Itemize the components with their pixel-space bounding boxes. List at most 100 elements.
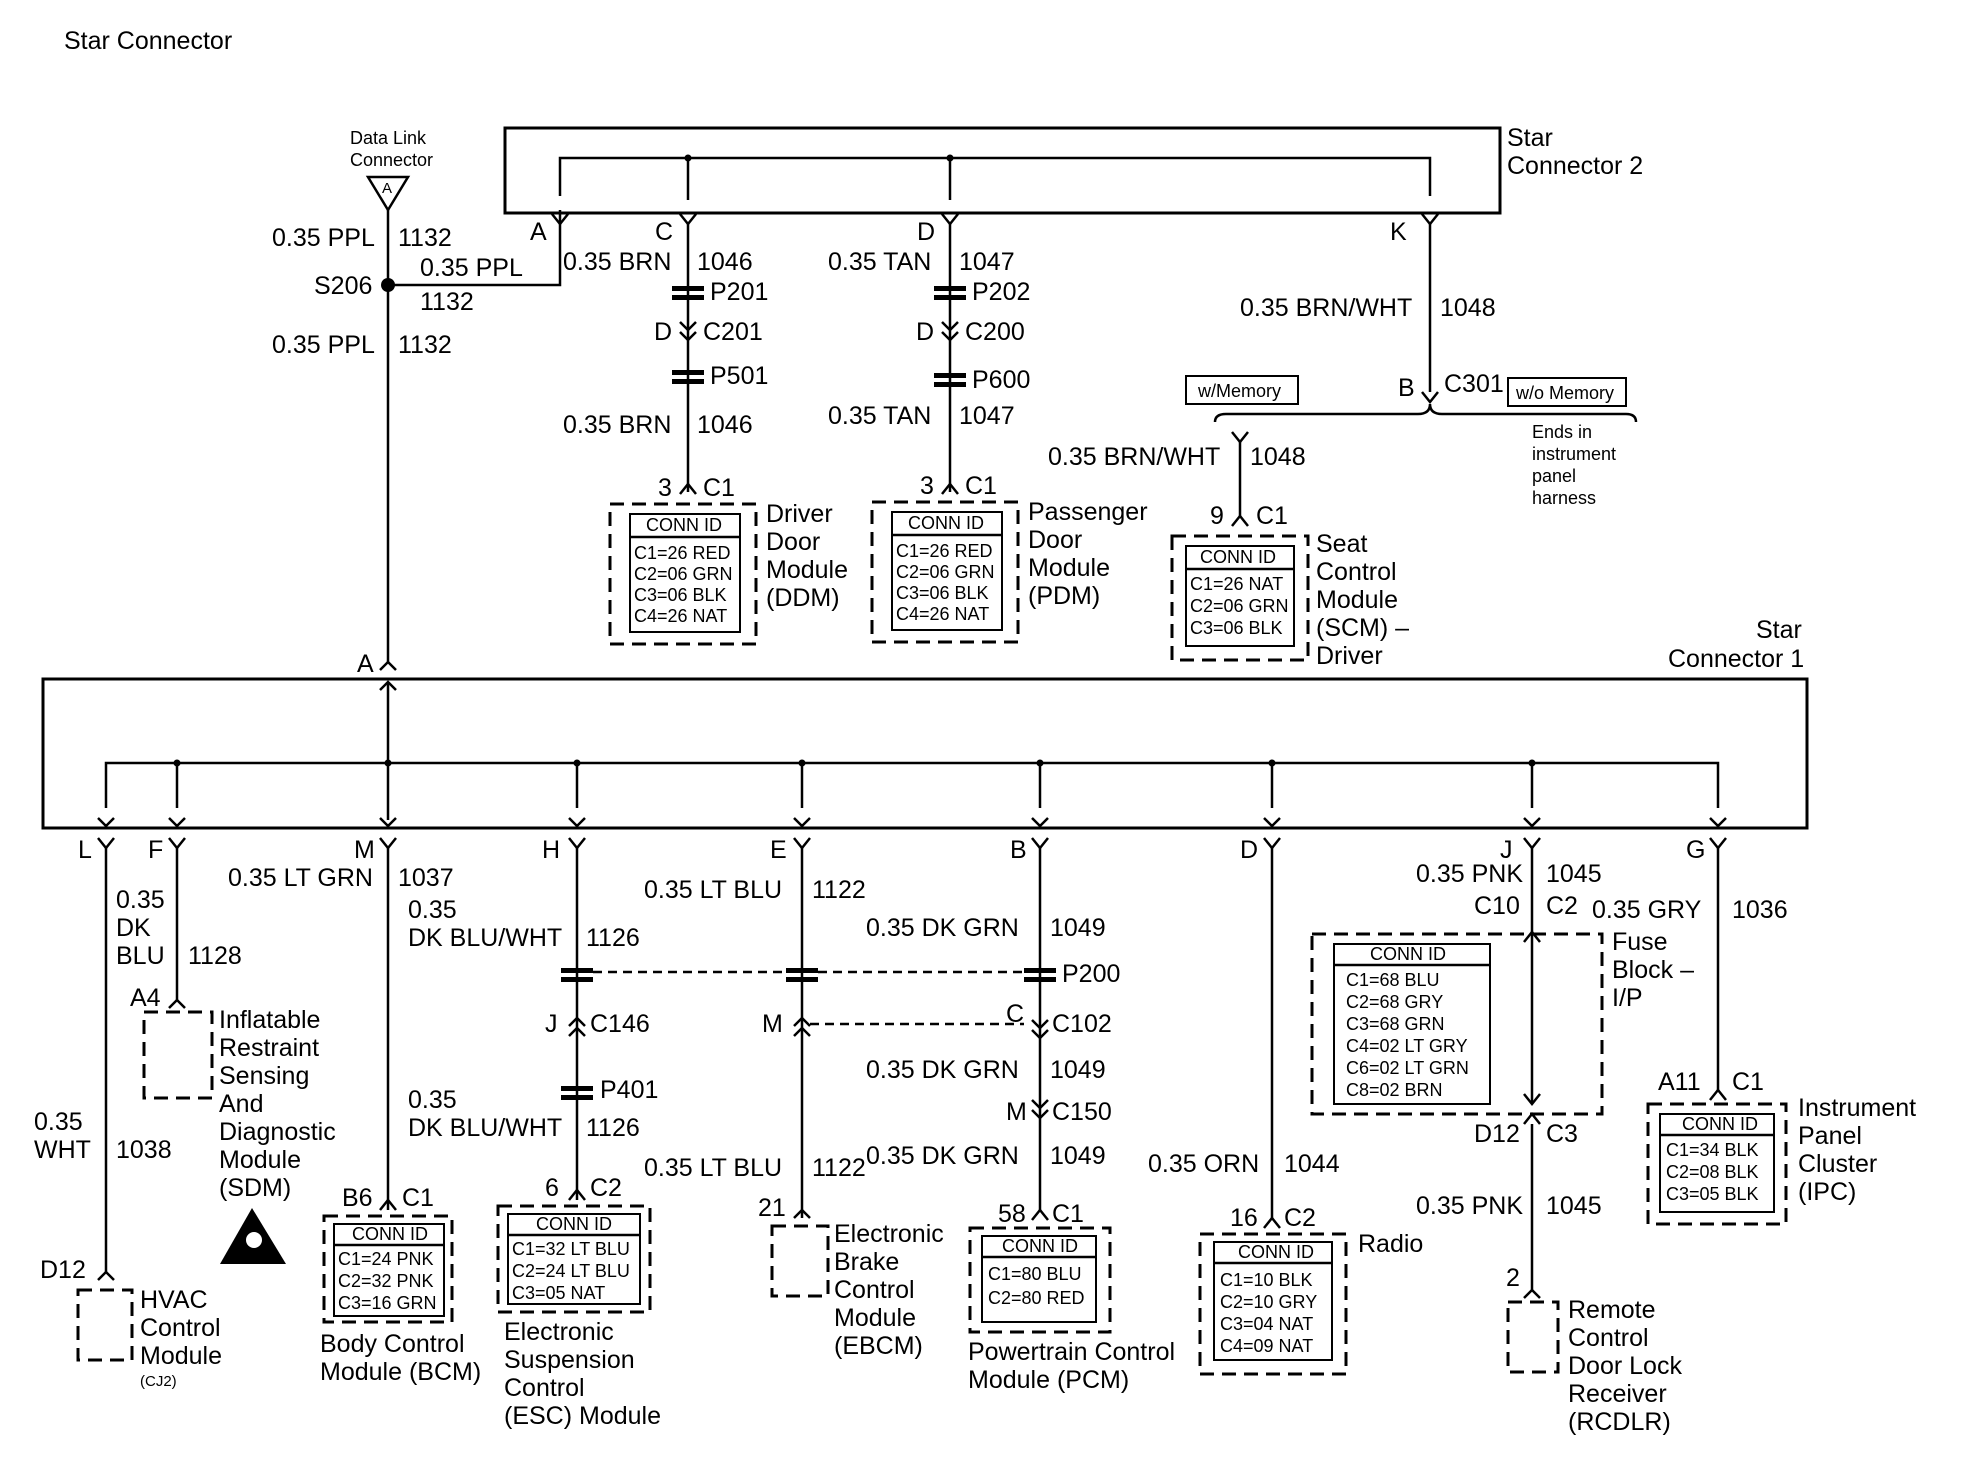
svg-text:C: C	[655, 218, 673, 246]
svg-text:Control: Control	[1568, 1324, 1649, 1352]
svg-text:G: G	[1686, 836, 1705, 864]
svg-text:J: J	[545, 1010, 558, 1038]
svg-text:(CJ2): (CJ2)	[140, 1373, 177, 1390]
svg-text:1122: 1122	[812, 1154, 866, 1182]
svg-text:Passenger: Passenger	[1028, 498, 1148, 526]
svg-text:harness: harness	[1532, 488, 1596, 508]
svg-text:1122: 1122	[812, 876, 866, 904]
svg-text:(PDM): (PDM)	[1028, 582, 1100, 610]
svg-text:C1: C1	[703, 474, 735, 502]
svg-text:C150: C150	[1052, 1098, 1112, 1126]
svg-text:0.35 LT BLU: 0.35 LT BLU	[644, 1154, 782, 1182]
svg-text:C1=26 RED: C1=26 RED	[896, 541, 993, 561]
svg-text:Fuse: Fuse	[1612, 928, 1668, 956]
svg-text:0.35 DK GRN: 0.35 DK GRN	[866, 1142, 1019, 1170]
svg-text:C1: C1	[402, 1184, 434, 1212]
svg-text:CONN ID: CONN ID	[1200, 547, 1276, 567]
star-connector-1: Star Connector 1 A L F M H E B D J G	[41, 616, 1809, 864]
svg-text:C2=06 GRN: C2=06 GRN	[896, 562, 995, 582]
svg-text:Receiver: Receiver	[1568, 1380, 1667, 1408]
svg-text:0.35 BRN/WHT: 0.35 BRN/WHT	[1048, 443, 1220, 471]
svg-text:C3=06 BLK: C3=06 BLK	[634, 585, 727, 605]
svg-text:1132: 1132	[398, 224, 452, 252]
svg-text:C2=10 GRY: C2=10 GRY	[1220, 1292, 1317, 1312]
svg-text:0.35 DK GRN: 0.35 DK GRN	[866, 1056, 1019, 1084]
svg-text:0.35 GRY: 0.35 GRY	[1592, 896, 1702, 924]
svg-text:1046: 1046	[697, 248, 753, 276]
svg-text:Sensing: Sensing	[219, 1062, 309, 1090]
svg-text:Module: Module	[1028, 554, 1110, 582]
svg-text:C3: C3	[1546, 1120, 1578, 1148]
svg-text:1038: 1038	[116, 1136, 172, 1164]
svg-text:B6: B6	[342, 1184, 373, 1212]
svg-text:1048: 1048	[1440, 294, 1496, 322]
svg-text:C4=02 LT GRY: C4=02 LT GRY	[1346, 1036, 1468, 1056]
svg-text:1049: 1049	[1050, 914, 1106, 942]
svg-text:Block –: Block –	[1612, 956, 1694, 984]
svg-text:instrument: instrument	[1532, 444, 1616, 464]
svg-text:0.35: 0.35	[408, 1086, 457, 1114]
svg-text:Connector: Connector	[350, 150, 433, 170]
svg-text:Instrument: Instrument	[1798, 1094, 1916, 1122]
svg-text:(EBCM): (EBCM)	[834, 1332, 923, 1360]
svg-text:E: E	[770, 836, 787, 864]
svg-text:CONN ID: CONN ID	[1238, 1242, 1314, 1262]
svg-text:C2=06 GRN: C2=06 GRN	[634, 564, 733, 584]
svg-text:A: A	[357, 650, 374, 678]
svg-text:BLU: BLU	[116, 942, 165, 970]
svg-text:1128: 1128	[188, 942, 242, 970]
svg-text:9: 9	[1210, 502, 1224, 530]
svg-text:0.35 ORN: 0.35 ORN	[1148, 1150, 1259, 1178]
svg-text:Module (BCM): Module (BCM)	[320, 1358, 481, 1386]
svg-text:(IPC): (IPC)	[1798, 1178, 1856, 1206]
svg-text:P600: P600	[972, 366, 1030, 394]
svg-text:1047: 1047	[959, 402, 1015, 430]
svg-text:H: H	[542, 836, 560, 864]
svg-text:0.35 BRN/WHT: 0.35 BRN/WHT	[1240, 294, 1412, 322]
svg-text:P202: P202	[972, 278, 1030, 306]
svg-text:DK BLU/WHT: DK BLU/WHT	[408, 1114, 562, 1142]
svg-text:A: A	[382, 180, 392, 197]
svg-text:Data Link: Data Link	[350, 128, 427, 148]
svg-text:C3=05 BLK: C3=05 BLK	[1666, 1184, 1759, 1204]
svg-text:P201: P201	[710, 278, 768, 306]
svg-text:Door: Door	[766, 528, 820, 556]
svg-text:D12: D12	[40, 1256, 86, 1284]
svg-text:DK: DK	[116, 914, 151, 942]
svg-text:panel: panel	[1532, 466, 1576, 486]
svg-text:Star: Star	[1507, 124, 1553, 152]
svg-text:Connector 2: Connector 2	[1507, 152, 1643, 180]
svg-text:B: B	[1398, 374, 1415, 402]
svg-text:0.35 LT BLU: 0.35 LT BLU	[644, 876, 782, 904]
svg-text:D: D	[916, 318, 934, 346]
svg-text:WHT: WHT	[34, 1136, 91, 1164]
svg-text:C102: C102	[1052, 1010, 1112, 1038]
svg-text:Module (PCM): Module (PCM)	[968, 1366, 1129, 1394]
svg-text:Remote: Remote	[1568, 1296, 1656, 1324]
svg-text:1132: 1132	[398, 331, 452, 359]
svg-text:C1=26 NAT: C1=26 NAT	[1190, 574, 1283, 594]
svg-text:C1=26 RED: C1=26 RED	[634, 543, 731, 563]
svg-text:P401: P401	[600, 1076, 658, 1104]
svg-text:Door Lock: Door Lock	[1568, 1352, 1682, 1380]
svg-text:0.35: 0.35	[34, 1108, 83, 1136]
svg-text:J: J	[1500, 836, 1513, 864]
page-title: Star Connector	[64, 27, 232, 55]
svg-text:Brake: Brake	[834, 1248, 899, 1276]
svg-text:DK BLU/WHT: DK BLU/WHT	[408, 924, 562, 952]
svg-text:C146: C146	[590, 1010, 650, 1038]
svg-text:1126: 1126	[586, 1114, 640, 1142]
svg-text:CONN ID: CONN ID	[352, 1224, 428, 1244]
svg-text:C2=06 GRN: C2=06 GRN	[1190, 596, 1289, 616]
svg-text:Powertrain Control: Powertrain Control	[968, 1338, 1175, 1366]
svg-text:C1=24 PNK: C1=24 PNK	[338, 1249, 434, 1269]
svg-text:Electronic: Electronic	[834, 1220, 944, 1248]
svg-text:C1: C1	[1732, 1068, 1764, 1096]
svg-text:I/P: I/P	[1612, 984, 1643, 1012]
svg-text:(SDM): (SDM)	[219, 1174, 291, 1202]
svg-text:C1=32 LT BLU: C1=32 LT BLU	[512, 1239, 630, 1259]
